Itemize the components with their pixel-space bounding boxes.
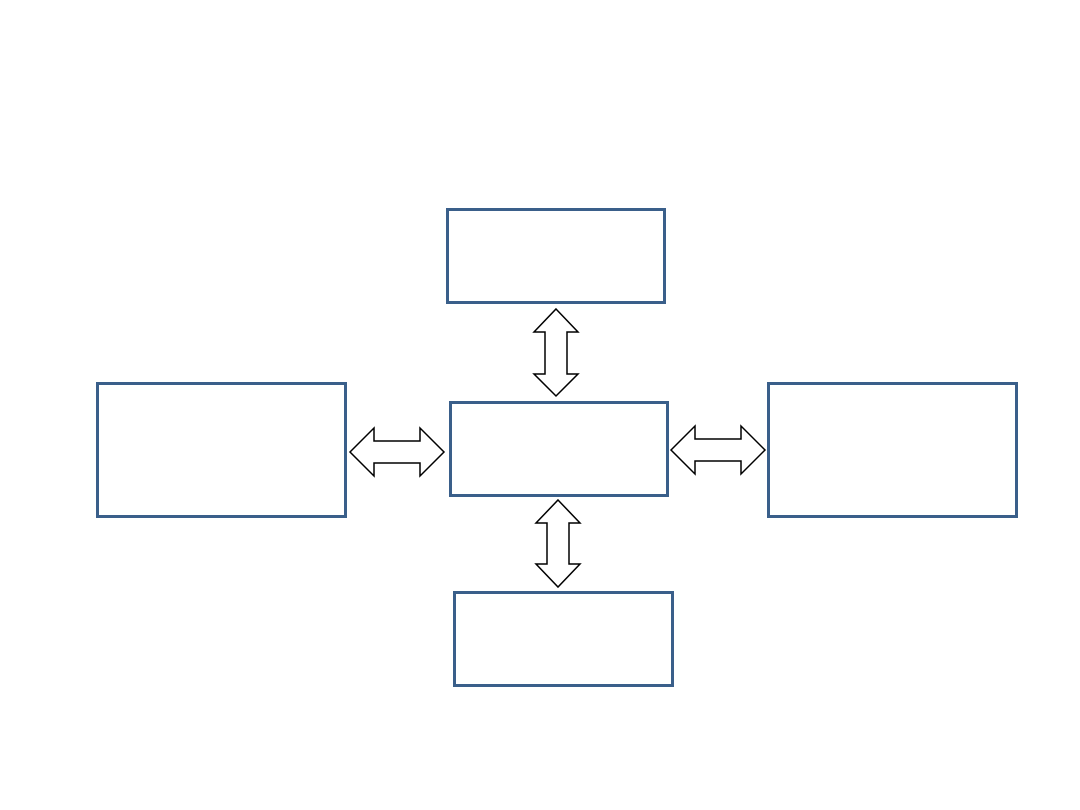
top-box	[446, 208, 666, 304]
arrow-left-center	[348, 426, 446, 478]
arrow-center-top	[532, 307, 580, 398]
bottom-box	[453, 591, 674, 687]
right-box	[767, 382, 1018, 518]
left-box	[96, 382, 347, 518]
arrow-center-bottom	[534, 498, 582, 589]
center-box	[449, 401, 669, 497]
arrow-center-right	[669, 424, 767, 476]
